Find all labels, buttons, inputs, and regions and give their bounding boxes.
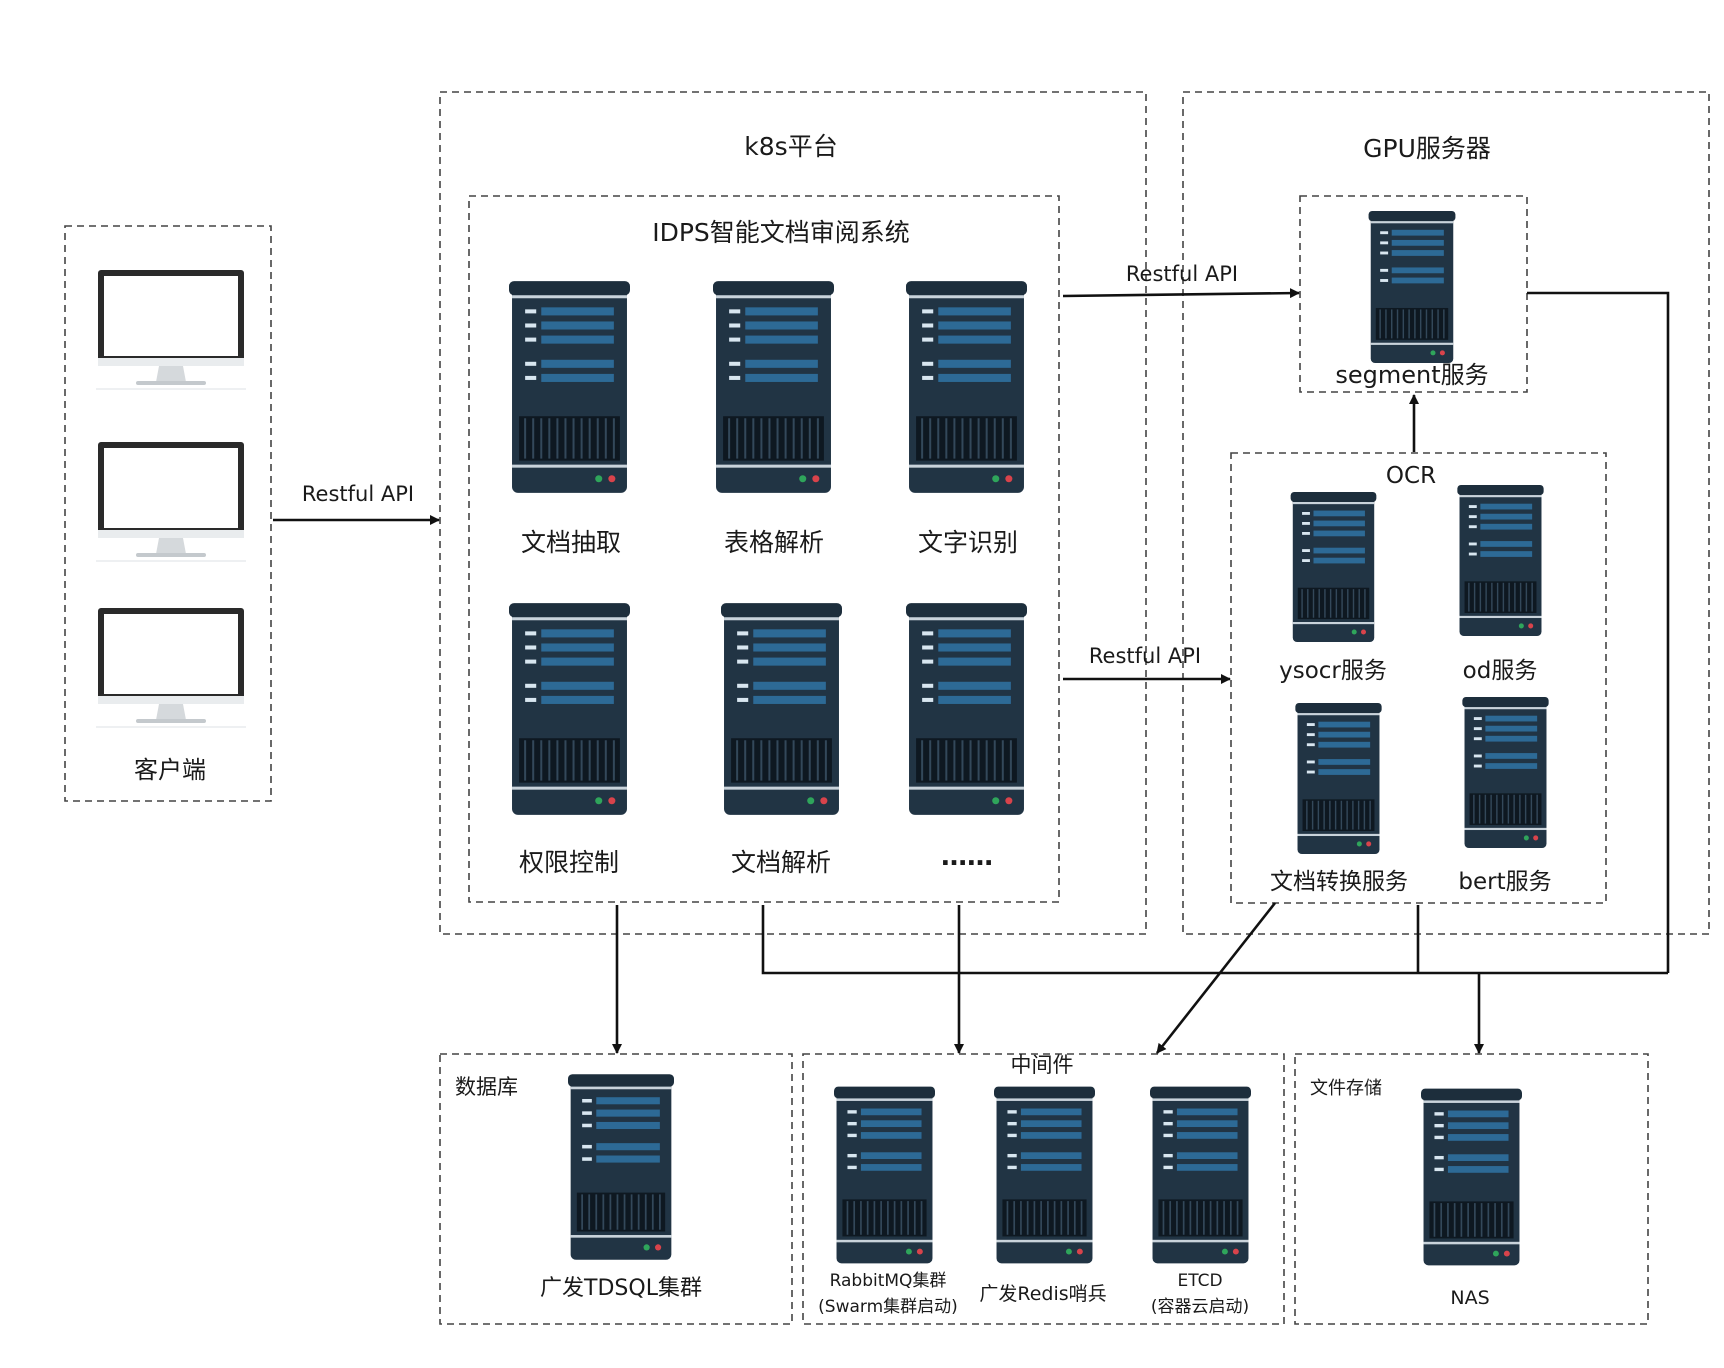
k8s-to-segment-label: Restful API: [1126, 262, 1238, 286]
service-label-text-recognition: 文字识别: [918, 528, 1018, 557]
ocr-group-box: [1230, 452, 1607, 904]
segment-to-bus-line: [1527, 291, 1670, 973]
client-monitor-icon: [96, 270, 246, 390]
rabbitmq-label: RabbitMQ集群: [830, 1271, 947, 1291]
client-to-k8s-label: Restful API: [302, 482, 414, 506]
server-icon: [1421, 1087, 1522, 1267]
k8s-platform-box: [439, 91, 1147, 935]
server-icon: [509, 603, 630, 815]
service-label-doc-extract: 文档抽取: [521, 528, 621, 557]
server-icon: [834, 1085, 935, 1265]
middleware-box: [802, 1053, 1285, 1325]
server-icon: [721, 603, 842, 815]
idps-system-box: [468, 195, 1060, 903]
etcd-sublabel: (容器云启动): [1151, 1297, 1249, 1317]
service-label-table-parse: 表格解析: [724, 528, 824, 557]
database-server-label: 广发TDSQL集群: [540, 1276, 702, 1301]
service-label-doc-parse: 文档解析: [731, 848, 831, 877]
server-icon: [1456, 485, 1545, 636]
k8s-to-ocr-label: Restful API: [1089, 644, 1201, 668]
file-storage-box: [1294, 1053, 1649, 1325]
client-label: 客户端: [134, 756, 206, 784]
idps-system-title: IDPS智能文档审阅系统: [652, 218, 910, 247]
server-icon: [994, 1085, 1095, 1265]
ocr-service-label-od: od服务: [1463, 658, 1538, 684]
middleware-title: 中间件: [1011, 1053, 1074, 1077]
etcd-label: ETCD: [1177, 1271, 1222, 1291]
database-box: [439, 1053, 793, 1325]
nas-label: NAS: [1450, 1287, 1489, 1309]
client-monitor-icon: [96, 442, 246, 562]
k8s-platform-title: k8s平台: [744, 132, 837, 161]
rabbitmq-sublabel: (Swarm集群启动): [818, 1297, 958, 1317]
client-monitor-icon: [96, 608, 246, 728]
ocr-service-label-bert: bert服务: [1458, 869, 1551, 895]
server-icon: [906, 603, 1027, 815]
redis-label: 广发Redis哨兵: [979, 1283, 1106, 1305]
server-icon: [906, 281, 1027, 493]
ocr-to-middleware-arrow: [1155, 902, 1277, 1054]
ocr-service-label-doc-convert: 文档转换服务: [1270, 869, 1408, 895]
segment-service-label: segment服务: [1335, 361, 1488, 389]
server-icon: [1150, 1085, 1251, 1265]
client-group-box: [64, 225, 272, 802]
service-label-access-control: 权限控制: [519, 848, 619, 877]
ocr-group-title: OCR: [1386, 463, 1436, 489]
file-storage-title: 文件存储: [1310, 1078, 1382, 1099]
server-icon: [1367, 211, 1457, 363]
server-icon: [1461, 697, 1550, 848]
server-icon: [509, 281, 630, 493]
server-icon: [1289, 492, 1378, 642]
server-icon: [568, 1074, 674, 1260]
gpu-server-title: GPU服务器: [1363, 134, 1491, 163]
k8s-to-segment-arrow: [1062, 288, 1300, 299]
server-icon: [713, 281, 834, 493]
service-label-more: ……: [941, 842, 993, 872]
database-title: 数据库: [455, 1075, 518, 1099]
ocr-service-label-ysocr: ysocr服务: [1279, 658, 1387, 684]
server-icon: [1294, 703, 1383, 854]
bottom-bus-line: [761, 905, 1668, 975]
